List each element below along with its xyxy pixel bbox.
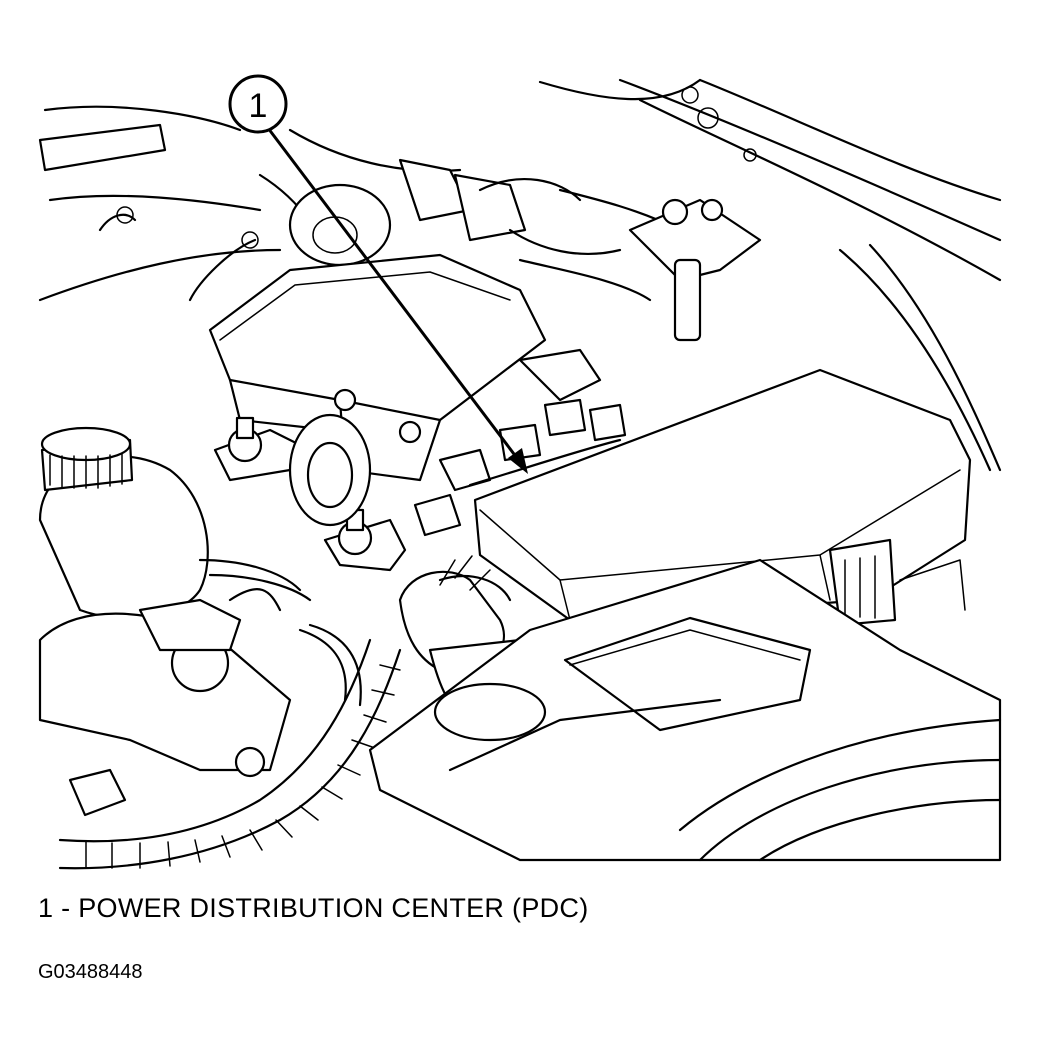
- fluid-reservoir: [38, 426, 209, 620]
- mount-bracket: [628, 198, 762, 342]
- callout-leader: [266, 127, 528, 474]
- air-cleaner-housing: [368, 558, 1002, 862]
- hood-edge: [538, 78, 1002, 472]
- pulley: [288, 413, 372, 527]
- master-cylinder: [38, 558, 362, 778]
- wire-harness: [58, 638, 402, 870]
- abs-module: [208, 253, 602, 482]
- figure-id: G03488448: [38, 961, 143, 983]
- callout-number: 1: [249, 87, 268, 125]
- callout-1: 1: [228, 74, 288, 134]
- wiring-connectors: [398, 158, 682, 302]
- engine-compartment-illustration: 1: [38, 74, 1002, 870]
- power-distribution-center: [473, 368, 972, 627]
- legend-text: 1 - POWER DISTRIBUTION CENTER (PDC): [38, 893, 589, 923]
- pdc-connectors: [413, 398, 627, 537]
